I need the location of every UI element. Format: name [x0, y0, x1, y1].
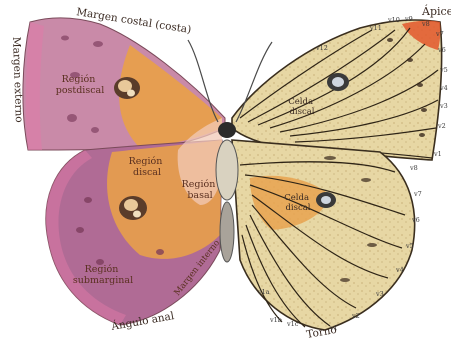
forewing-vein-label-v1: v1	[433, 150, 442, 158]
hindwing-vein-label-v1a: v1a	[257, 288, 270, 296]
forewing-vein-label-v5: v5	[439, 66, 448, 74]
forewing-vein-label-v10: v10	[387, 16, 400, 24]
forewing-eyespot	[114, 77, 140, 99]
hindwing-vein-label-v1c: v1c	[286, 320, 299, 328]
thorax	[216, 140, 238, 200]
forewing-vein-label-v6: v6	[437, 46, 446, 54]
right-forewing-cell-spot	[327, 73, 349, 91]
head	[218, 122, 236, 138]
label-celda-discal-hindwing: Celda discal	[284, 193, 311, 213]
label-region-discal: Región discal	[129, 156, 166, 178]
label-celda-discal-forewing: Celda discal	[288, 97, 315, 117]
forewing-vein-label-v11: v11	[369, 24, 382, 32]
hindwing-vein-label-v7: v7	[413, 190, 422, 198]
hindwing-vein-label-v8: v8	[409, 164, 418, 172]
hindwing-eyespot	[119, 196, 147, 220]
forewing-vein-label-v9: v9	[404, 15, 413, 23]
forewing-vein-label-v7: v7	[435, 30, 444, 38]
forewing-vein-label-v2: v2	[437, 122, 446, 130]
forewing-vein-label-v3: v3	[439, 102, 448, 110]
forewing-vein-label-v4: v4	[439, 84, 448, 92]
hindwing-vein-label-v4: v4	[395, 266, 404, 274]
forewing-vein-label-v12: v12	[315, 44, 328, 52]
hindwing-vein-label-v6: v6	[411, 216, 420, 224]
hindwing-vein-label-v5: v5	[405, 242, 414, 250]
label-margen-externo: Margen externo	[10, 37, 25, 123]
abdomen	[220, 202, 234, 262]
right-hindwing	[232, 140, 415, 330]
right-hindwing-cell-spot	[316, 192, 336, 208]
forewing-vein-label-v8: v8	[421, 20, 430, 28]
hindwing-vein-label-v1: v1	[329, 324, 338, 332]
label-region-postdiscal: Región postdiscal	[56, 74, 105, 96]
hindwing-vein-label-v2: v2	[351, 312, 360, 320]
hindwing-vein-label-v1b: v1b	[269, 316, 282, 324]
label-apice: Ápice	[421, 4, 451, 18]
hindwing-vein-label-v3: v3	[375, 290, 384, 298]
